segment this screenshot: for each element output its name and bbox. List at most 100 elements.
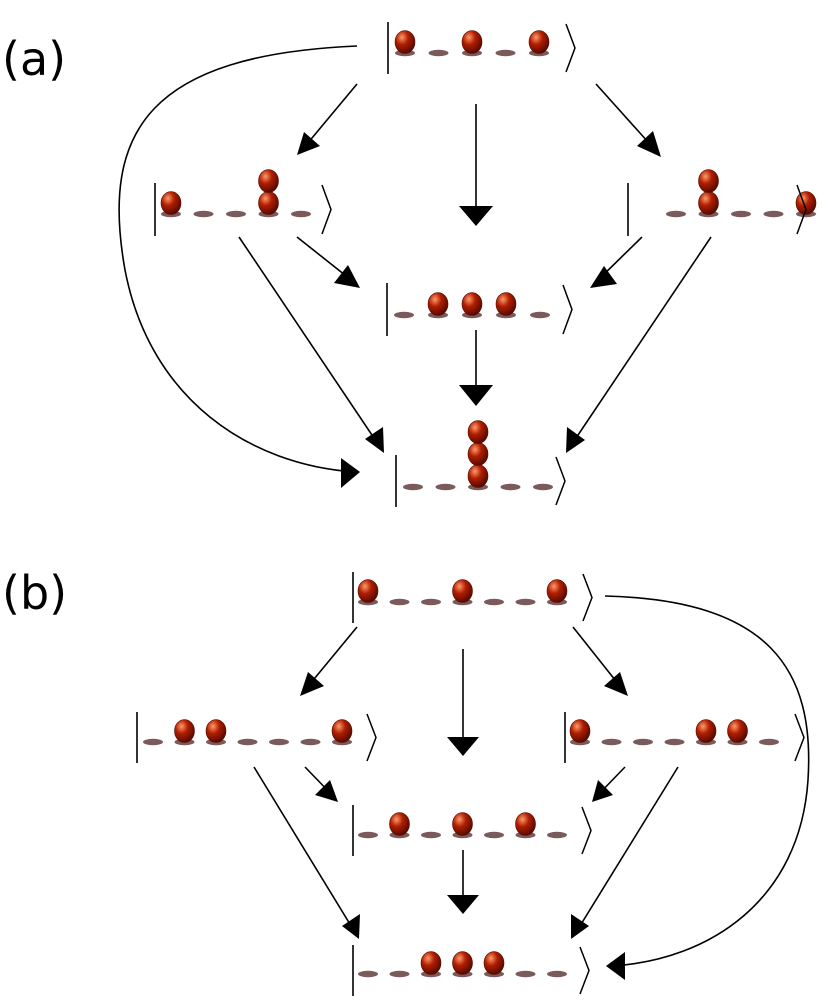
particle: [452, 579, 473, 603]
state-ket-b-middle: [352, 805, 592, 856]
arrowhead-a-curve: [341, 458, 360, 488]
arrowhead-b-left-to-middle: [315, 780, 338, 802]
arrows-panel-a: [118, 45, 712, 473]
lattice-site: [547, 831, 567, 839]
arrowhead-b-curve: [606, 952, 625, 980]
particle: [461, 292, 483, 316]
lattice-site: [601, 738, 622, 746]
lattice-site: [389, 598, 410, 606]
particle: [461, 30, 483, 54]
particle: [695, 719, 717, 743]
ket-angle-bracket: [321, 184, 332, 235]
particle: [698, 169, 719, 193]
particle: [427, 292, 449, 316]
lattice-site: [237, 738, 258, 746]
lattice-site: [530, 311, 550, 319]
lattice-site: [533, 483, 553, 491]
arrow-b-right-to-bottom: [574, 766, 679, 935]
arrowhead-b-right-to-bottom: [571, 914, 589, 939]
panel-label-b: (b): [2, 566, 68, 620]
particle: [357, 579, 379, 603]
particle: [467, 464, 489, 488]
ket-angle-bracket: [581, 806, 592, 855]
arrowhead-a-left-to-bottom: [365, 427, 384, 453]
particle: [483, 951, 505, 975]
state-ket-a-right: [627, 169, 817, 236]
lattice-site: [421, 598, 441, 606]
lattice-site: [731, 210, 751, 218]
lattice-site: [515, 598, 536, 606]
lattice-site: [428, 49, 449, 57]
arrowhead-a-left-to-middle: [334, 265, 360, 288]
lattice-site: [394, 311, 414, 319]
arrowhead-a-top-to-left: [297, 132, 320, 155]
lattice-site: [500, 483, 521, 491]
arrowhead-a-right-to-bottom: [566, 427, 585, 453]
lattice-site: [484, 598, 504, 606]
lattice-site: [421, 831, 441, 839]
arrowhead-b-middle-to-bottom: [447, 895, 479, 914]
state-ket-a-middle: [386, 283, 573, 336]
arrow-b-left-to-bottom: [253, 766, 357, 935]
lattice-site: [666, 210, 686, 218]
states-layer: [136, 22, 817, 996]
lattice-site: [763, 210, 784, 218]
lattice-site: [193, 210, 214, 218]
particle: [569, 719, 591, 743]
particle: [205, 719, 227, 743]
particle: [467, 442, 489, 466]
ket-angle-bracket: [565, 23, 576, 73]
particle: [528, 30, 550, 54]
lattice-site: [435, 483, 456, 491]
arrowhead-b-top-to-right: [604, 672, 628, 696]
lattice-site: [495, 49, 516, 57]
lattice-site: [358, 831, 378, 839]
arrow-b-curve-top-to-bottom: [604, 595, 810, 967]
ket-angle-bracket: [555, 456, 566, 506]
state-ket-a-bottom: [395, 420, 566, 507]
particle: [495, 292, 517, 316]
particle: [160, 191, 182, 215]
particle: [546, 579, 568, 603]
lattice-site: [759, 738, 779, 746]
arrows-panel-b: [253, 595, 810, 967]
particle: [420, 951, 442, 975]
arrowheads-panel-a: [297, 131, 661, 488]
ket-angle-bracket: [796, 184, 807, 235]
arrow-a-curve-top-to-bottom: [118, 45, 358, 473]
arrow-a-right-to-bottom: [569, 236, 712, 448]
particle: [467, 420, 489, 444]
lattice-site: [358, 970, 378, 978]
ket-angle-bracket: [582, 573, 593, 622]
state-ket-a-top: [387, 22, 576, 74]
lattice-site: [484, 831, 504, 839]
arrow-a-left-to-bottom: [238, 236, 381, 448]
arrowhead-b-left-to-bottom: [342, 914, 360, 939]
ket-angle-bracket: [579, 946, 590, 995]
particle: [452, 951, 473, 975]
state-ket-b-right: [564, 712, 805, 763]
arrowhead-a-right-to-middle: [590, 266, 617, 288]
state-ket-b-top: [352, 572, 593, 623]
lattice-site: [633, 738, 653, 746]
arrowhead-a-top-to-middle: [459, 206, 493, 226]
ket-angle-bracket: [366, 713, 377, 762]
lattice-site: [300, 738, 321, 746]
lattice-site: [291, 210, 311, 218]
ket-angle-bracket: [794, 713, 805, 762]
particle: [727, 719, 748, 743]
particle: [258, 169, 279, 193]
particle: [331, 719, 353, 743]
state-ket-b-bottom: [352, 945, 590, 996]
particle: [452, 812, 473, 836]
lattice-site: [547, 970, 567, 978]
particle: [389, 812, 410, 836]
state-ket-b-left: [136, 712, 377, 763]
particle: [515, 812, 536, 836]
arrowhead-b-top-to-left: [300, 672, 324, 696]
arrowhead-a-top-to-right: [637, 131, 661, 157]
lattice-site: [226, 210, 246, 218]
state-ket-a-left: [154, 169, 332, 236]
lattice-site: [389, 970, 410, 978]
